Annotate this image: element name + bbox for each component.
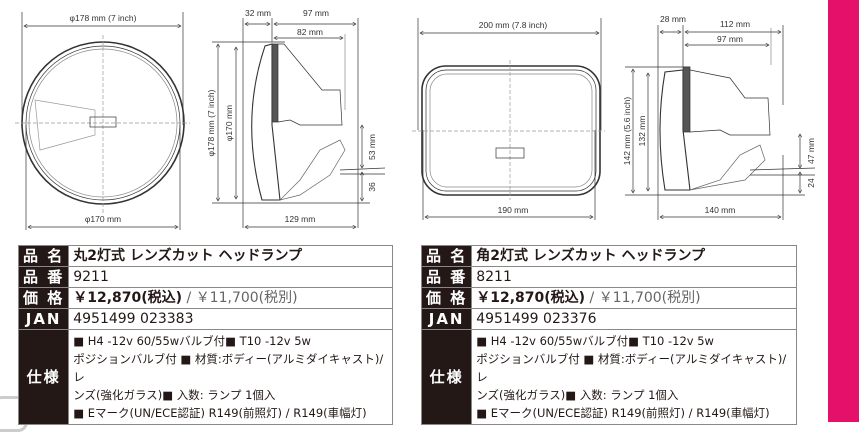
dim-square-140: 140 mm [705,205,736,215]
dim-round-outer-dia: φ178 mm (7 inch) [70,13,137,23]
spec-line: ンズ(強化ガラス)■ 入数: ランプ 1個入 [73,388,276,402]
product-price: ￥12,870(税込) / ￥11,700(税別) [68,287,393,309]
dim-round-inner-dia: φ170 mm [85,214,121,224]
price-incl: ￥12,870(税込) [476,289,586,306]
dim-round-36: 36 [367,182,377,192]
spec-text: ■ H4 -12v 60/55wバルブ付■ T10 -12v 5w ポジションバ… [68,329,393,425]
spec-line: ンズ(強化ガラス)■ 入数: ランプ 1個入 [476,388,679,402]
accent-side-bar [828,0,859,422]
dim-square-24: 24 [806,178,816,188]
label-jan: JAN [17,308,70,330]
dim-square-h132: 132 mm [637,116,647,147]
product-number: 9211 [68,266,393,288]
label-name: 品 名 [420,245,473,267]
label-price: 価 格 [420,287,473,309]
dim-round-82: 82 mm [297,27,323,37]
dim-round-h170: φ170 mm [224,105,234,141]
product-price: ￥12,870(税込) / ￥11,700(税別) [471,287,797,309]
dim-round-53: 53 mm [367,134,377,160]
dim-square-97: 97 mm [717,34,743,44]
price-excl: ￥11,700(税別) [195,289,298,306]
dim-round-32: 32 mm [245,8,271,18]
label-jan: JAN [420,308,473,330]
spec-line: ■ Eマーク(UN/ECE認証) R149(前照灯) / R149(車幅灯) [476,406,770,420]
round-side-view [212,18,386,228]
round-front-view [15,12,190,230]
price-sep: / [589,289,595,306]
spec-line: ■ H4 -12v 60/55wバルブ付■ T10 -12v 5w [73,334,311,348]
label-spec: 仕様 [420,329,473,425]
spec-line: ポジションバルブ付 ■ 材質:ボディー(アルミダイキャスト)/レ [73,352,384,384]
dim-square-inner-w: 190 mm [498,205,529,215]
square-side-view [625,25,816,220]
product-name: 丸2灯式 レンズカット ヘッドランプ [68,245,393,267]
dim-round-97: 97 mm [303,8,329,18]
label-price: 価 格 [17,287,70,309]
price-incl: ￥12,870(税込) [73,289,183,306]
spec-text: ■ H4 -12v 60/55wバルブ付■ T10 -12v 5w ポジションバ… [471,329,797,425]
dim-square-outer-w: 200 mm (7.8 inch) [479,20,548,30]
label-number: 品 番 [420,266,473,288]
spec-line: ■ H4 -12v 60/55wバルブ付■ T10 -12v 5w [476,334,714,348]
product-name: 角2灯式 レンズカット ヘッドランプ [471,245,797,267]
label-number: 品 番 [17,266,70,288]
price-excl: ￥11,700(税別) [598,289,701,306]
dim-square-112: 112 mm [720,19,750,29]
spec-line: ポジションバルブ付 ■ 材質:ボディー(アルミダイキャスト)/レ [476,352,787,384]
price-sep: / [186,289,192,306]
dim-square-47: 47 mm [806,138,816,164]
spec-line: ■ Eマーク(UN/ECE認証) R149(前照灯) / R149(車幅灯) [73,406,367,420]
technical-drawings: φ178 mm (7 inch) φ170 mm 32 mm 97 mm 82 … [15,8,816,230]
dim-round-129: 129 mm [285,214,316,224]
dim-square-h142: 142 mm (5.6 inch) [622,97,632,166]
dim-round-h178: φ178 mm (7 inch) [206,89,216,156]
jan-code: 4951499 023383 [68,308,393,330]
product-number: 8211 [471,266,797,288]
dim-square-28: 28 mm [660,14,686,24]
label-spec: 仕様 [17,329,70,425]
label-name: 品 名 [17,245,70,267]
square-front-view [412,18,605,220]
jan-code: 4951499 023376 [471,308,797,330]
